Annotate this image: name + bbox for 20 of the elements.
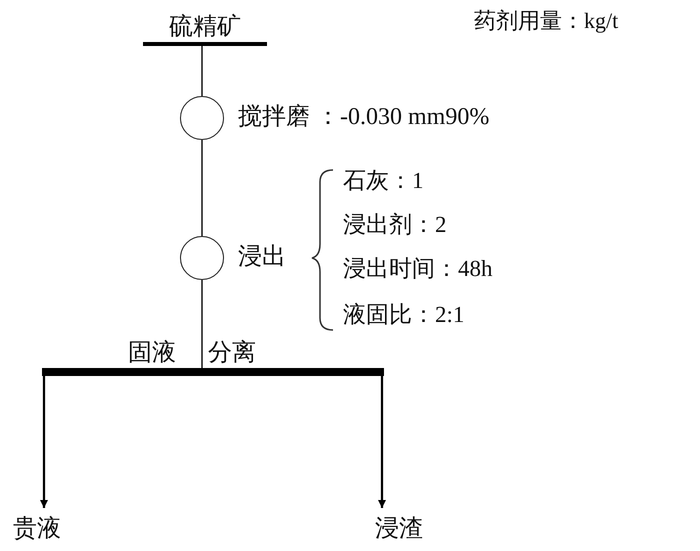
step-label: 分离: [208, 340, 256, 366]
condition-label: 浸出时间：48h: [343, 256, 492, 282]
condition-label: 浸出剂：2: [343, 212, 446, 238]
condition-label: 液固比：2:1: [343, 302, 464, 328]
condition-label: 石灰：1: [343, 168, 424, 194]
process-circle: [180, 236, 224, 280]
product-label: 浸渣: [375, 515, 423, 544]
product-label: 贵液: [13, 514, 61, 544]
unit-note: 药剂用量：kg/t: [474, 8, 618, 34]
process-circle: [180, 96, 224, 140]
step-label: 搅拌磨 ：-0.030 mm90%: [238, 104, 490, 130]
connector-line: [201, 280, 203, 368]
step-label: 浸出: [238, 244, 286, 270]
connector-line: [201, 140, 203, 236]
product-label: 硫精矿: [169, 12, 241, 42]
separation-bar: [42, 368, 384, 376]
flow-arrow: [40, 376, 48, 508]
connector-line: [201, 46, 203, 96]
step-label: 固液: [128, 340, 176, 366]
flow-arrow: [378, 376, 386, 508]
